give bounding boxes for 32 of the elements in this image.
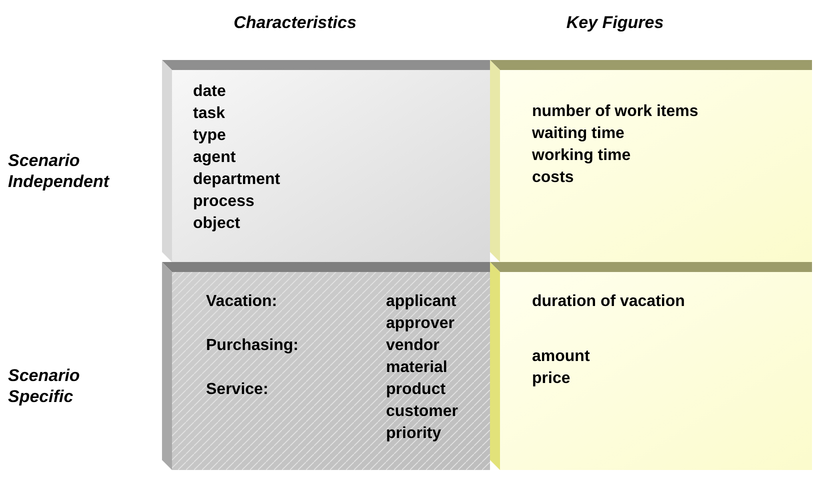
list-item-text: product xyxy=(386,380,446,399)
table-cell xyxy=(490,262,812,470)
list-item-text: Vacation: xyxy=(206,292,278,311)
column-header: Key Figures xyxy=(565,12,665,33)
list-item-text: process xyxy=(193,192,254,211)
list-item-text: agent xyxy=(193,148,236,167)
table-cell xyxy=(162,60,490,262)
list-item-text: material xyxy=(386,358,448,377)
list-item-text: type xyxy=(193,126,226,145)
list-item-text: applicant xyxy=(386,292,456,311)
list-item-text: waiting time xyxy=(532,124,624,143)
list-item-text: task xyxy=(193,104,226,123)
list-item-text: department xyxy=(193,170,280,189)
list-item-text: object xyxy=(193,214,240,233)
list-item-text: Service: xyxy=(206,380,268,399)
row-header: Scenario Specific xyxy=(8,365,81,407)
row-header: Scenario Independent xyxy=(8,150,110,192)
list-item-text: costs xyxy=(532,168,574,187)
list-item-text: vendor xyxy=(386,336,440,355)
list-item-text: priority xyxy=(386,424,442,443)
list-item-text: number of work items xyxy=(532,102,698,121)
list-item-text: date xyxy=(193,82,226,101)
table-cell xyxy=(162,262,490,470)
column-header: Characteristics xyxy=(232,12,358,33)
list-item-text: Purchasing: xyxy=(206,336,298,355)
list-item-text: price xyxy=(532,369,570,388)
list-item-text: customer xyxy=(386,402,458,421)
list-item-text: approver xyxy=(386,314,454,333)
list-item-text: working time xyxy=(532,146,631,165)
list-item-text: amount xyxy=(532,347,590,366)
list-item-text: duration of vacation xyxy=(532,292,685,311)
table-cell xyxy=(490,60,812,262)
